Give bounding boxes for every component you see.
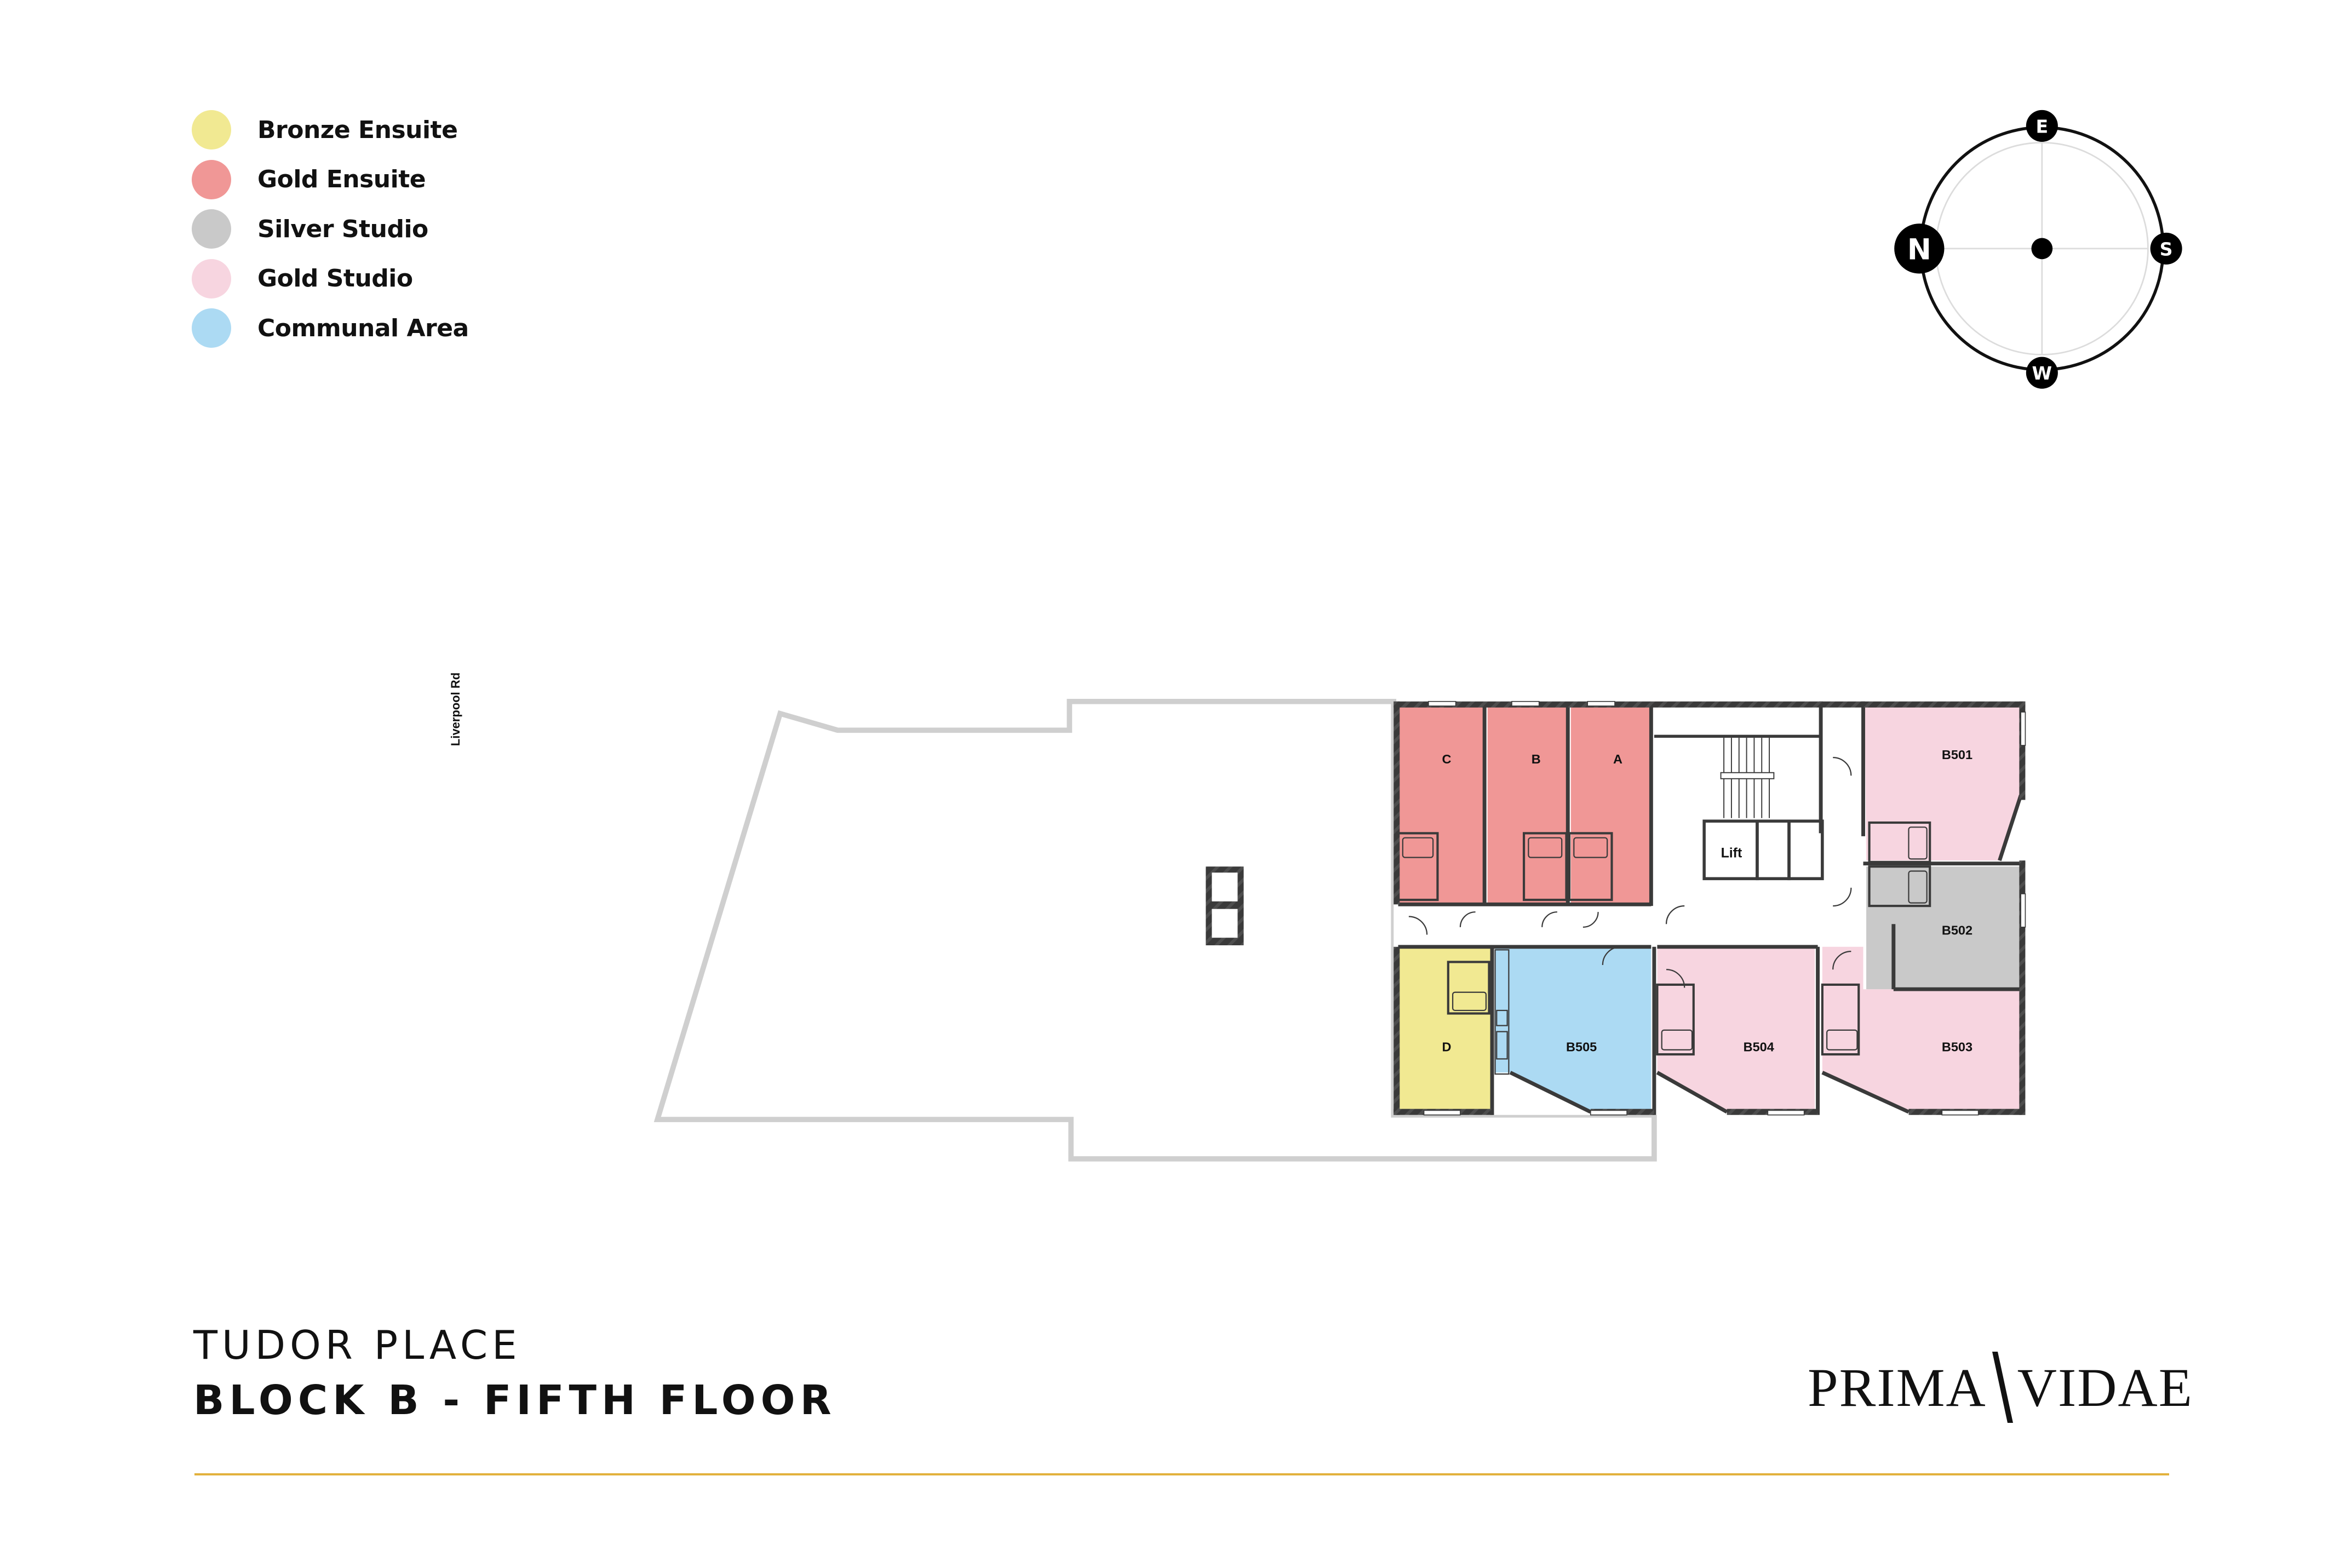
legend-item-gold-ensuite: Gold Ensuite (192, 155, 469, 205)
legend: Bronze Ensuite Gold Ensuite Silver Studi… (192, 105, 469, 353)
legend-item-bronze-ensuite: Bronze Ensuite (192, 105, 469, 155)
room-label-b502: B502 (1942, 923, 1972, 938)
kitchen-unit (1494, 949, 1510, 1075)
legend-label: Gold Studio (257, 265, 413, 293)
room-label-b504: B504 (1744, 1040, 1774, 1054)
swatch-bronze-ensuite (192, 110, 231, 150)
lift-core (1702, 819, 1824, 881)
compass-rose: E N S W (1894, 110, 2182, 389)
svg-text:E: E (2036, 116, 2049, 137)
legend-label: Communal Area (257, 314, 469, 342)
svg-text:N: N (1907, 233, 1931, 266)
room-b501 (1865, 706, 2021, 861)
gold-divider (194, 1473, 2169, 1475)
room-label-b505: B505 (1566, 1040, 1597, 1054)
swatch-gold-studio (192, 259, 231, 298)
swatch-gold-ensuite (192, 159, 231, 199)
development-name: TUDOR PLACE (193, 1322, 521, 1368)
room-b503 (1822, 946, 2021, 1112)
room-label-b503: B503 (1942, 1040, 1972, 1054)
lift-label: Lift (1721, 846, 1742, 861)
legend-item-communal-area: Communal Area (192, 303, 469, 353)
compass-north-icon: N (1894, 223, 1945, 274)
shaft (1206, 866, 1244, 946)
legend-label: Gold Ensuite (257, 165, 426, 194)
logo-slash-icon (1992, 1352, 2013, 1423)
brand-logo: PRIMA VIDAE (1808, 1352, 2193, 1423)
compass-south-icon: S (2150, 232, 2182, 265)
room-label-b501: B501 (1942, 748, 1972, 762)
floor-title: BLOCK B - FIFTH FLOOR (193, 1377, 836, 1424)
svg-text:W: W (2032, 363, 2052, 384)
room-label-c: C (1442, 752, 1452, 766)
legend-label: Silver Studio (257, 215, 428, 243)
legend-label: Bronze Ensuite (257, 116, 458, 144)
room-d (1398, 946, 1492, 1112)
compass-west-icon: W (2026, 357, 2058, 389)
compass-east-icon: E (2026, 110, 2058, 142)
swatch-silver-studio (192, 209, 231, 249)
legend-item-silver-studio: Silver Studio (192, 204, 469, 254)
title-block: TUDOR PLACE BLOCK B - FIFTH FLOOR (193, 1325, 836, 1421)
staircase (1654, 734, 1820, 818)
room-c (1398, 706, 1485, 905)
room-label-b: B (1532, 752, 1541, 766)
room-b (1487, 706, 1568, 905)
svg-text:S: S (2160, 238, 2173, 260)
building-core: Lift (1394, 700, 2026, 1116)
brand-left: PRIMA (1808, 1357, 1987, 1418)
swatch-communal-area (192, 308, 231, 348)
legend-item-gold-studio: Gold Studio (192, 254, 469, 304)
room-b504 (1657, 946, 1815, 1112)
room-b505 (1495, 946, 1652, 1112)
room-label-d: D (1442, 1040, 1452, 1054)
room-label-a: A (1613, 752, 1622, 766)
brand-right: VIDAE (2017, 1357, 2193, 1418)
